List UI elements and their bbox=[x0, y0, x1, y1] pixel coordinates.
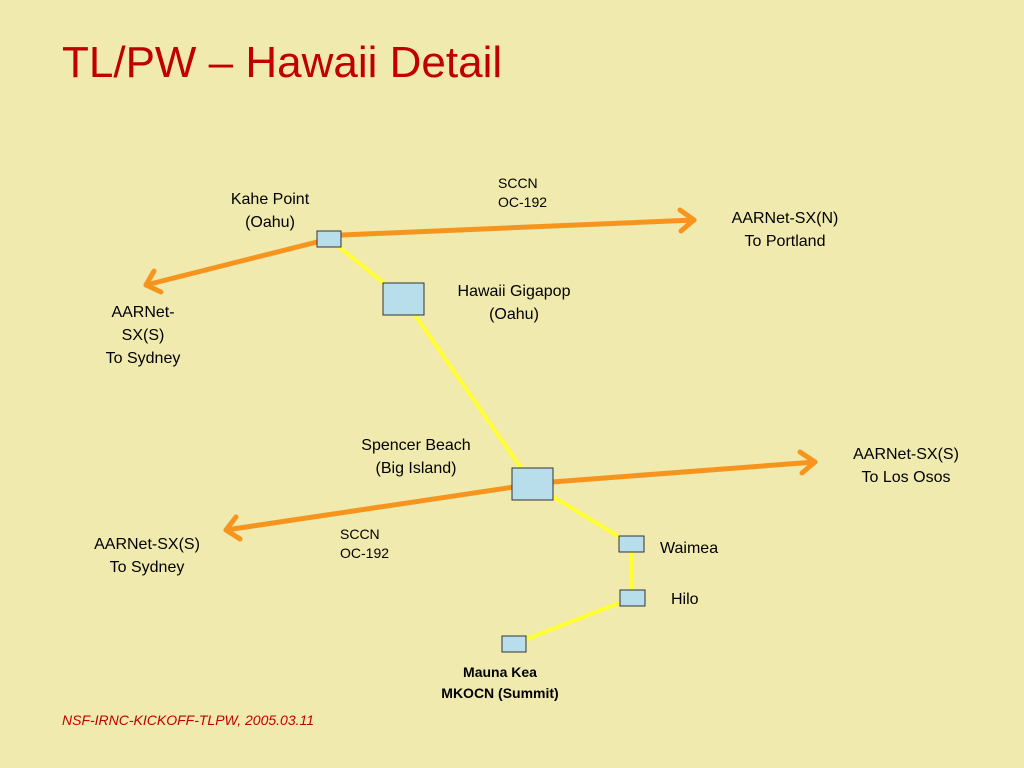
hawaii-gigapop-label: Hawaii Gigapop(Oahu) bbox=[457, 283, 571, 323]
link-spencer-to-sydney-south bbox=[223, 484, 517, 533]
arrowhead-los-osos bbox=[797, 449, 818, 476]
link-gigapop-to-spencer bbox=[402, 297, 534, 486]
node-spencer-beach bbox=[511, 467, 554, 501]
sydney-south-destination-label: AARNet-SX(S)To Sydney bbox=[94, 536, 200, 576]
node-kahe-point bbox=[316, 230, 342, 248]
los-osos-destination-label: AARNet-SX(S)To Los Osos bbox=[853, 446, 959, 486]
hilo-label: Hilo bbox=[671, 591, 699, 608]
sydney-north-destination-label: AARNet-SX(S)To Sydney bbox=[105, 304, 181, 367]
link-waimea-to-hilo bbox=[629, 543, 634, 599]
arrowhead-sydney-north bbox=[143, 268, 164, 295]
arrowhead-portland bbox=[677, 207, 697, 234]
link-kahe-to-sydney-north bbox=[143, 239, 320, 288]
node-waimea bbox=[618, 535, 645, 553]
waimea-label: Waimea bbox=[660, 540, 719, 557]
arrowhead-sydney-south bbox=[223, 514, 243, 542]
kahe-point-label: Kahe Point(Oahu) bbox=[230, 191, 310, 231]
node-hawaii-gigapop bbox=[382, 282, 425, 316]
footer-citation: NSF-IRNC-KICKOFF-TLPW, 2005.03.11 bbox=[62, 712, 315, 728]
link-spencer-to-los-osos bbox=[549, 459, 818, 485]
slide-title: TL/PW – Hawaii Detail bbox=[62, 38, 503, 87]
node-mauna-kea bbox=[501, 635, 527, 653]
link-hilo-to-mauna-kea bbox=[513, 596, 633, 646]
node-hilo bbox=[619, 589, 646, 607]
link-kahe-to-portland bbox=[339, 217, 697, 238]
portland-destination-label: AARNet-SX(N)To Portland bbox=[731, 210, 839, 250]
spencer-beach-label: Spencer Beach(Big Island) bbox=[361, 437, 471, 477]
